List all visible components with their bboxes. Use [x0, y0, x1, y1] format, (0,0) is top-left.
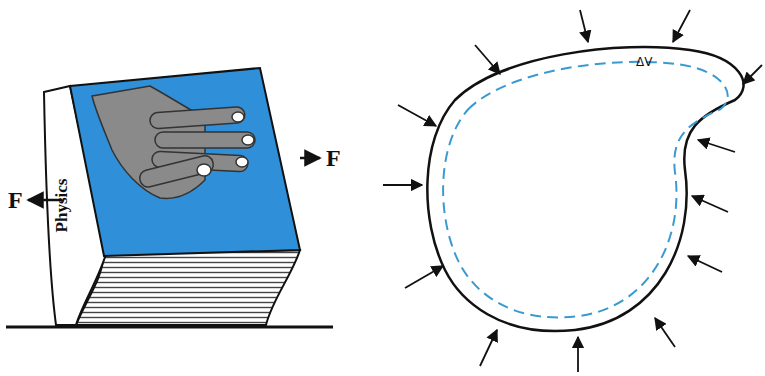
force-arrow	[300, 157, 320, 160]
body-outline	[427, 47, 743, 331]
volume-change-label: ΔV	[636, 56, 652, 68]
hand	[92, 86, 255, 198]
pressure-arrows	[383, 10, 762, 372]
force-label: F	[326, 146, 341, 170]
spine-title: Physics	[54, 178, 71, 232]
force-label: F	[8, 188, 23, 212]
book-cover	[70, 68, 300, 256]
compressed-outline	[443, 62, 728, 318]
book-pages	[76, 250, 300, 325]
